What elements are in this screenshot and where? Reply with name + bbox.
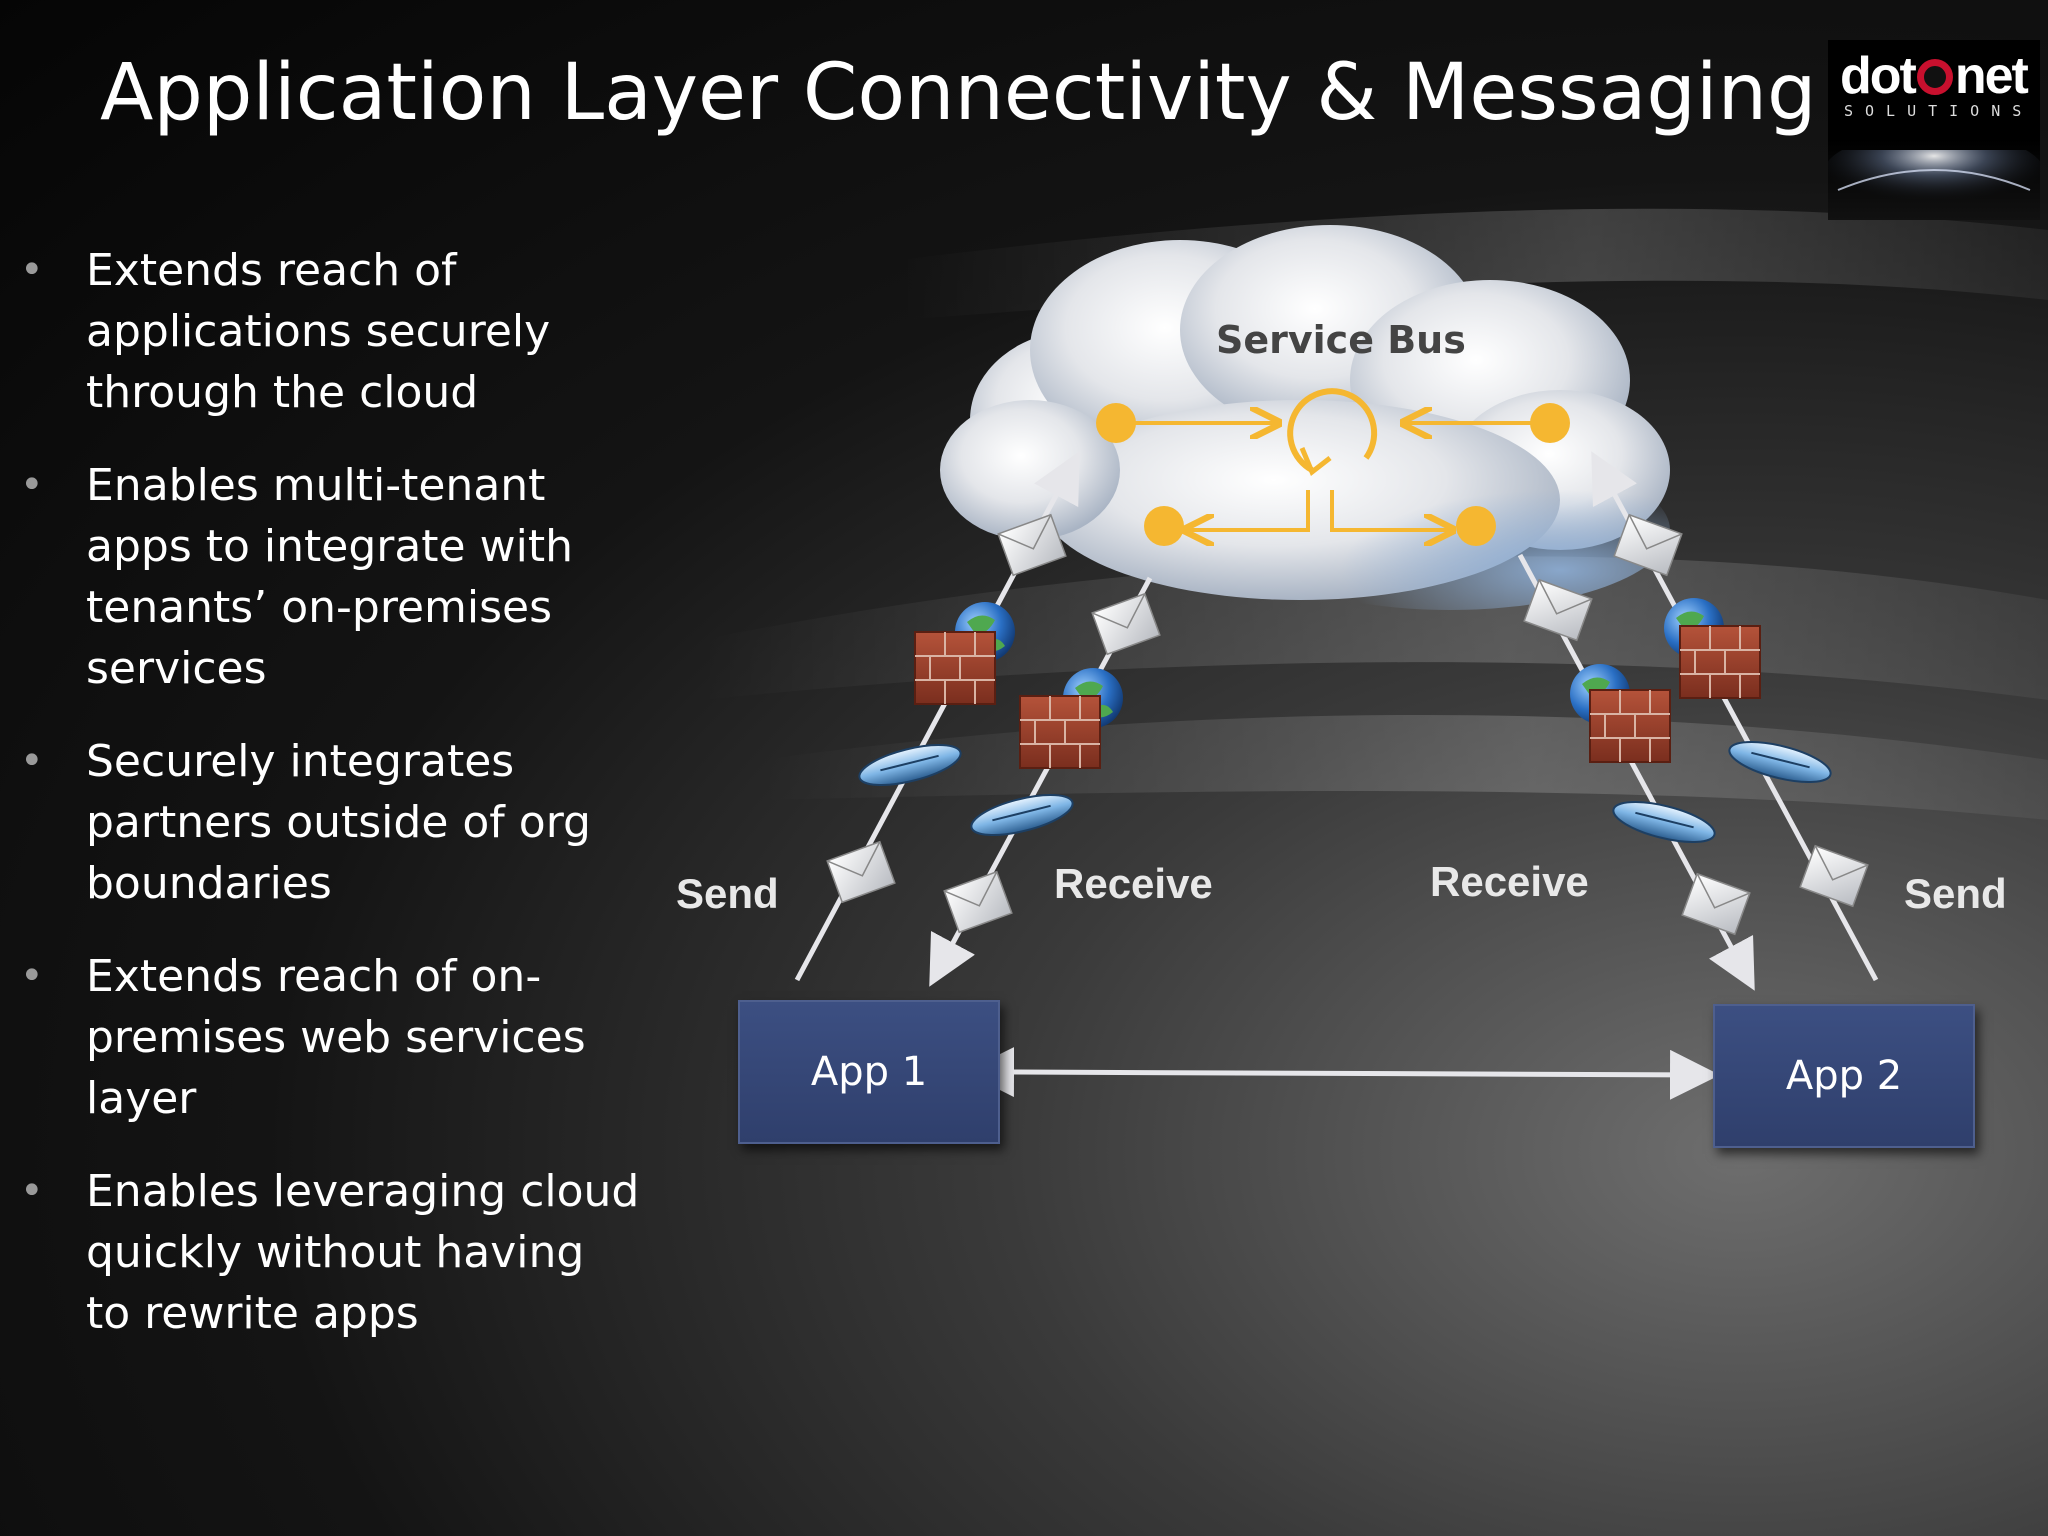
bullet-item: •Extends reach of applications securely … xyxy=(20,240,640,423)
router-icon xyxy=(1728,741,1832,783)
bullet-item: •Extends reach of on-premises web servic… xyxy=(20,946,640,1129)
left-receive-label: Receive xyxy=(1054,860,1213,907)
envelope-icon xyxy=(1613,513,1683,577)
envelope-icon xyxy=(826,840,896,904)
router-icon xyxy=(858,744,962,786)
bullet-item: •Enables multi-tenant apps to integrate … xyxy=(20,455,640,699)
service-bus-label: Service Bus xyxy=(1216,318,1466,362)
bullet-item: •Securely integrates partners outside of… xyxy=(20,731,640,914)
app-1-box: App 1 xyxy=(738,1000,1000,1144)
router-icon xyxy=(970,794,1074,836)
firewall-globe-group xyxy=(914,598,1761,769)
app-2-label: App 2 xyxy=(1785,1053,1903,1099)
envelope-icon xyxy=(1091,592,1161,656)
router-icon xyxy=(1612,801,1716,843)
right-send-label: Send xyxy=(1904,870,2007,917)
endpoint-node-icon xyxy=(1144,506,1184,546)
firewall-icon xyxy=(914,631,996,705)
app-2-box: App 2 xyxy=(1713,1004,1975,1148)
left-send-label: Send xyxy=(676,870,779,917)
endpoint-node-icon xyxy=(1456,506,1496,546)
envelope-icon xyxy=(943,870,1013,934)
app-link-line xyxy=(964,1047,1720,1100)
bullet-dot-icon: • xyxy=(20,953,44,999)
bullet-dot-icon: • xyxy=(20,738,44,784)
firewall-icon xyxy=(1019,695,1101,769)
bullet-dot-icon: • xyxy=(20,247,44,293)
envelope-icon xyxy=(1523,578,1593,642)
slide-title: Application Layer Connectivity & Messagi… xyxy=(100,48,1817,138)
right-receive-label: Receive xyxy=(1430,858,1589,905)
logo-ring-icon xyxy=(1916,59,1953,95)
logo-horizon-glow xyxy=(1828,150,2040,212)
bullet-item: •Enables leveraging cloud quickly withou… xyxy=(20,1161,640,1344)
endpoint-node-icon xyxy=(1096,403,1136,443)
bullet-list: •Extends reach of applications securely … xyxy=(20,240,640,1376)
envelope-icon xyxy=(997,513,1067,577)
firewall-icon xyxy=(1589,689,1671,763)
envelope-icon xyxy=(1799,844,1869,908)
envelope-icon xyxy=(1681,872,1751,936)
app-1-label: App 1 xyxy=(810,1049,928,1095)
service-bus-flow xyxy=(1096,388,1570,546)
router-group xyxy=(858,741,1832,843)
endpoint-node-icon xyxy=(1530,403,1570,443)
bullet-dot-icon: • xyxy=(20,462,44,508)
message-envelopes xyxy=(826,513,1869,936)
bullet-dot-icon: • xyxy=(20,1168,44,1214)
firewall-icon xyxy=(1679,625,1761,699)
logo-subtitle: SOLUTIONS xyxy=(1844,102,2034,120)
